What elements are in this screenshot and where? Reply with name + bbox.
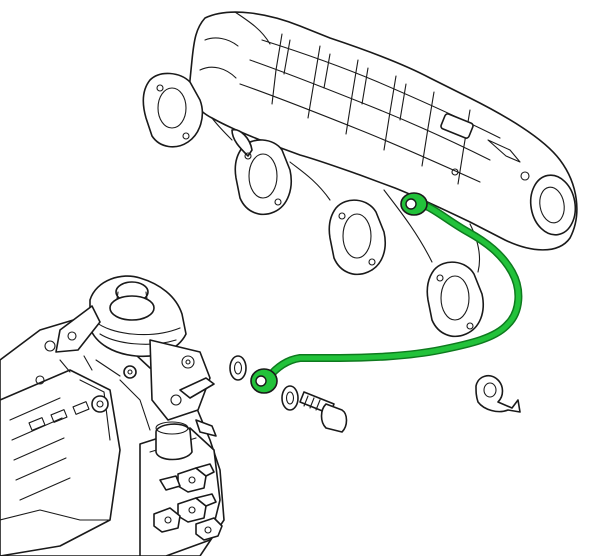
connecting-pipe <box>250 192 523 394</box>
sealing-washer-2 <box>281 385 299 411</box>
injection-pump <box>0 275 225 556</box>
pipe-clip <box>475 374 521 413</box>
pump-outlet-nozzles <box>153 463 223 541</box>
manifold-flange-4 <box>426 261 484 338</box>
manifold-flange-2 <box>231 128 292 216</box>
sealing-washer-1 <box>229 355 247 381</box>
banjo-bolt <box>299 391 348 433</box>
manifold-flange-1 <box>142 72 204 148</box>
exhaust-manifold <box>188 11 578 251</box>
manifold-flange-3 <box>328 199 386 276</box>
